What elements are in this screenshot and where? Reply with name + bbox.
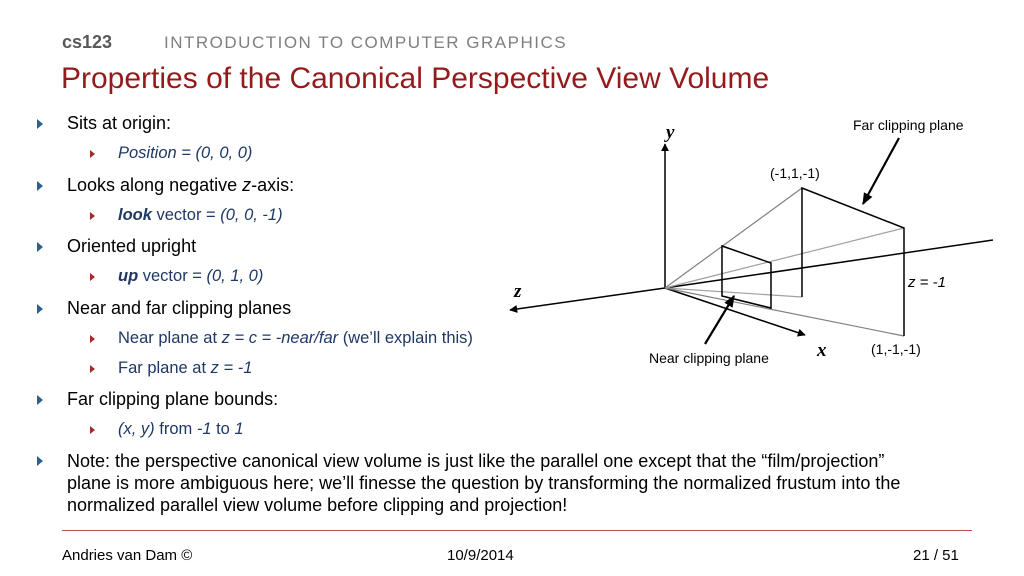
subbullet-arrow-icon	[90, 150, 95, 158]
z-axis-label: z	[513, 281, 522, 302]
frustum-edge-top-right	[664, 227, 905, 289]
frustum-diagram: y z x (-1,1,-1) (1,-1,-1) z = -1 Far cli…	[509, 117, 994, 366]
near-plane-label: Near clipping plane	[649, 350, 769, 366]
bullet-note: Note: the perspective canonical view vol…	[37, 450, 907, 516]
near-plane-pointer-arrow	[704, 294, 735, 345]
subbullet-arrow-icon	[90, 273, 95, 281]
far-z-equation: z = -1	[907, 274, 946, 291]
footer-page-number: 21 / 51	[913, 547, 959, 564]
bullet-oriented-upright: Oriented upright	[37, 236, 196, 257]
subbullet-arrow-icon	[90, 365, 95, 373]
subbullet-arrow-icon	[90, 212, 95, 220]
bullet-arrow-icon	[37, 119, 43, 129]
x-axis-label: x	[816, 340, 827, 361]
bullet-looks-along: Looks along negative z-axis:	[37, 175, 294, 196]
footer-author: Andries van Dam ©	[62, 547, 193, 564]
subbullet-arrow-icon	[90, 335, 95, 343]
top-corner-label: (-1,1,-1)	[770, 165, 820, 181]
far-plane	[801, 186, 905, 336]
course-title: INTRODUCTION TO COMPUTER GRAPHICS	[164, 33, 568, 52]
x-axis	[664, 287, 806, 337]
frustum-edge-bottom-right	[664, 287, 905, 337]
subbullet-arrow-icon	[90, 426, 95, 434]
frustum-edge-top-left	[664, 187, 803, 289]
bullet-arrow-icon	[37, 304, 43, 314]
bullet-arrow-icon	[37, 456, 43, 466]
slide-header: cs123 INTRODUCTION TO COMPUTER GRAPHICS	[62, 32, 567, 56]
subbullet-up-vector: up vector = (0, 1, 0)	[90, 267, 263, 286]
bottom-corner-label: (1,-1,-1)	[871, 341, 921, 357]
subbullet-bounds-range: (x, y) from -1 to 1	[90, 420, 244, 439]
bullet-arrow-icon	[37, 395, 43, 405]
frustum-edge-bottom-left	[664, 287, 803, 298]
bullet-arrow-icon	[37, 181, 43, 191]
far-plane-pointer-arrow	[862, 137, 900, 206]
subbullet-far-plane: Far plane at z = -1	[90, 359, 252, 378]
bullet-arrow-icon	[37, 242, 43, 252]
slide-title: Properties of the Canonical Perspective …	[61, 62, 770, 95]
near-plane	[721, 244, 772, 309]
bullet-sits-at-origin: Sits at origin:	[37, 113, 171, 134]
subbullet-position: Position = (0, 0, 0)	[90, 144, 252, 163]
x-axis-back	[664, 239, 994, 289]
footer-date: 10/9/2014	[447, 547, 514, 564]
footer-divider	[62, 530, 972, 531]
course-code: cs123	[62, 32, 113, 52]
subbullet-near-plane: Near plane at z = c = -near/far (we’ll e…	[90, 329, 473, 348]
subbullet-look-vector: look vector = (0, 0, -1)	[90, 206, 283, 225]
bullet-plane-bounds: Far clipping plane bounds:	[37, 389, 278, 410]
far-plane-label: Far clipping plane	[853, 117, 964, 133]
z-axis	[509, 287, 666, 313]
bullet-clipping-planes: Near and far clipping planes	[37, 298, 291, 319]
y-axis-label: y	[664, 122, 675, 143]
